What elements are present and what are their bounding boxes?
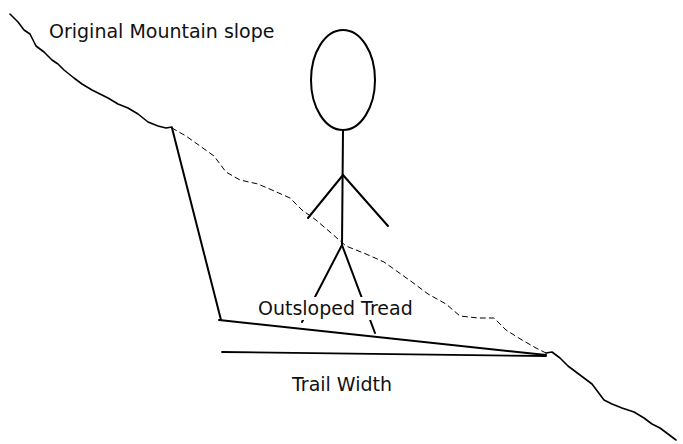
hiker-arm [308,175,343,218]
hiker-body [342,130,343,245]
tread-label: Outsloped Tread [256,297,415,320]
trail-width-line [222,352,546,356]
cut-bank [172,128,221,320]
hiker-arm [343,175,388,226]
mountain-slope-lower [546,352,676,440]
slope-label: Original Mountain slope [47,20,277,43]
width-label: Trail Width [290,373,394,396]
original-slope-dashed [172,128,546,353]
hiker-head [311,30,375,130]
outsloped-tread-line [219,320,546,355]
hiker-leg [342,245,375,333]
